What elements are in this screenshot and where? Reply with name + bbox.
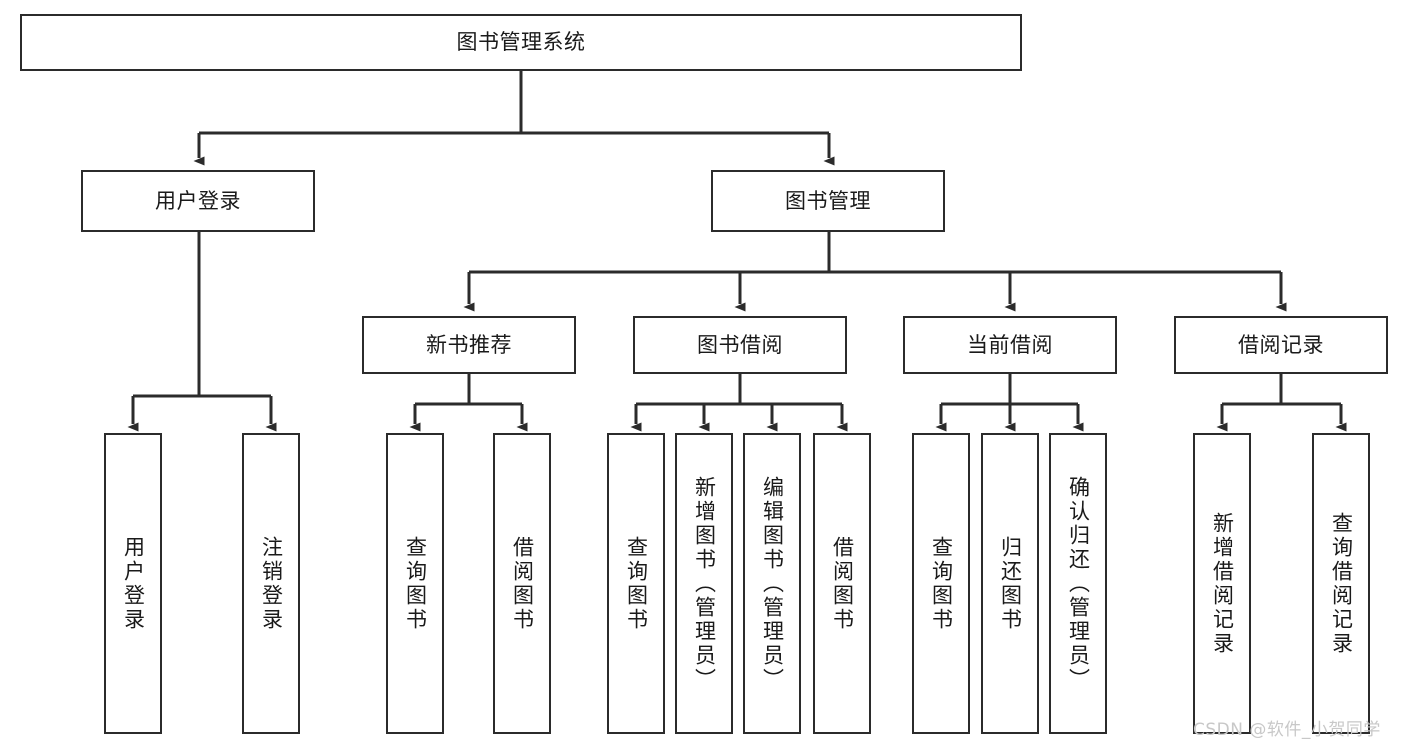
node-user-login[interactable]: 用户登录 [81,170,315,232]
node-leaf-borrow-book-2[interactable]: 借阅图书 [813,433,871,734]
node-leaf-add-book[interactable]: 新增图书（管理员） [675,433,733,734]
node-leaf-user-login[interactable]: 用户登录 [104,433,162,734]
node-leaf-query-book-1[interactable]: 查询图书 [386,433,444,734]
node-book-manage[interactable]: 图书管理 [711,170,945,232]
node-leaf-add-record-label: 新增借阅记录 [1210,511,1235,656]
node-leaf-confirm-return-label: 确认归还（管理员） [1066,475,1091,692]
node-root-label: 图书管理系统 [456,30,586,55]
node-leaf-borrow-book-1-label: 借阅图书 [510,535,535,632]
node-current-borrow[interactable]: 当前借阅 [903,316,1117,374]
node-leaf-add-record[interactable]: 新增借阅记录 [1193,433,1251,734]
node-leaf-query-book-2[interactable]: 查询图书 [607,433,665,734]
node-root[interactable]: 图书管理系统 [20,14,1022,71]
node-leaf-confirm-return[interactable]: 确认归还（管理员） [1049,433,1107,734]
node-leaf-user-logout[interactable]: 注销登录 [242,433,300,734]
node-leaf-query-record-label: 查询借阅记录 [1329,511,1354,656]
node-leaf-user-logout-label: 注销登录 [259,535,284,632]
node-leaf-borrow-book-1[interactable]: 借阅图书 [493,433,551,734]
node-current-borrow-label: 当前借阅 [967,332,1053,357]
node-leaf-borrow-book-2-label: 借阅图书 [830,535,855,632]
node-user-login-label: 用户登录 [155,188,241,213]
node-leaf-add-book-label: 新增图书（管理员） [692,475,717,692]
node-leaf-edit-book[interactable]: 编辑图书（管理员） [743,433,801,734]
node-book-borrow-label: 图书借阅 [697,332,783,357]
node-leaf-return-book-label: 归还图书 [998,535,1023,632]
node-borrow-record-label: 借阅记录 [1238,332,1324,357]
node-book-manage-label: 图书管理 [785,188,871,213]
node-leaf-query-record[interactable]: 查询借阅记录 [1312,433,1370,734]
node-leaf-edit-book-label: 编辑图书（管理员） [760,475,785,692]
node-leaf-query-book-3[interactable]: 查询图书 [912,433,970,734]
node-leaf-query-book-2-label: 查询图书 [624,535,649,632]
node-leaf-user-login-label: 用户登录 [121,535,146,632]
node-leaf-return-book[interactable]: 归还图书 [981,433,1039,734]
node-leaf-query-book-3-label: 查询图书 [929,535,954,632]
node-new-book-recommend[interactable]: 新书推荐 [362,316,576,374]
node-book-borrow[interactable]: 图书借阅 [633,316,847,374]
node-leaf-query-book-1-label: 查询图书 [403,535,428,632]
node-new-book-recommend-label: 新书推荐 [426,332,512,357]
node-borrow-record[interactable]: 借阅记录 [1174,316,1388,374]
